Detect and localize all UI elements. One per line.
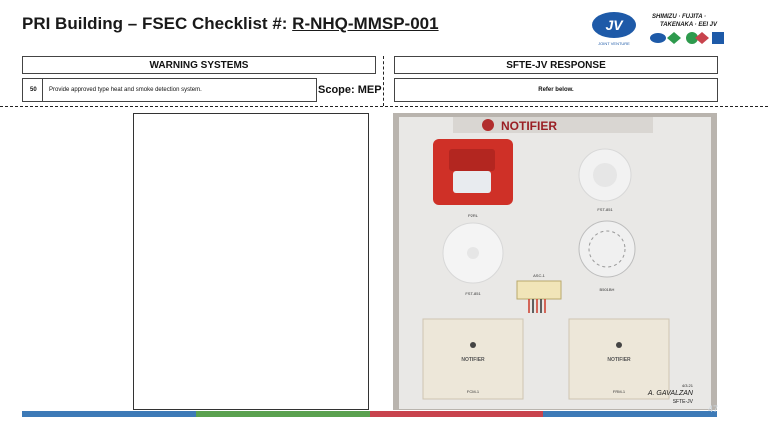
checklist-item-row: 50 Provide approved type heat and smoke … [22,78,317,102]
row-divider [42,79,43,101]
checklist-code: R-NHQ-MMSP-001 [292,14,439,33]
device-label-p2rl: P2RL [468,213,479,218]
control-module-2 [568,318,670,400]
control-module-1 [422,318,524,400]
signature-name: A. GAVALZAN [647,390,694,397]
jv-logo-sub: JOINT VENTURE [598,41,630,46]
partner-icon [712,32,724,44]
eei-icon [695,32,709,44]
footer-color-bar [22,411,717,417]
device-board-photo: NOTIFIER P2RL FST-851 FST-851 B501BH ASC… [393,113,717,410]
jv-logo-text: JV [605,17,624,33]
item-text: Provide approved type heat and smoke det… [49,87,202,93]
shimizu-icon [650,33,666,43]
signature-date: 4/3.21 [682,383,694,388]
item-number: 50 [30,87,37,93]
response-row: Refer below. [394,78,718,102]
takenaka-icon [686,32,698,44]
horn-strobe [433,139,513,205]
company-line-1: SHIMIZU · FUJITA · [652,14,706,20]
response-header-label: SFTE-JV RESPONSE [506,59,606,71]
company-logo: JV JOINT VENTURE SHIMIZU · FUJITA · TAKE… [590,8,760,48]
warning-systems-label: WARNING SYSTEMS [149,59,249,71]
device-label-base: B501BH [600,287,615,292]
response-header: SFTE-JV RESPONSE [394,56,718,74]
device-label-fst-2: FST-851 [465,291,481,296]
signature-org: SFTE-JV [673,399,694,405]
brand-text: NOTIFIER [501,119,557,133]
footer-bar-seg-4 [543,411,717,417]
footer-bar-seg-2 [195,411,370,417]
module-2-brand: NOTIFIER [607,357,631,363]
footer-bar-seg-1 [22,411,196,417]
warning-systems-header: WARNING SYSTEMS [22,56,376,74]
device-label-fst-1: FST-851 [597,207,613,212]
page-title: PRI Building – FSEC Checklist #: R-NHQ-M… [22,14,439,34]
module-1-brand: NOTIFIER [461,357,485,363]
device-label-fcm: FCM-1 [467,389,480,394]
jv-logo-oval [592,12,636,38]
footer-bar-seg-3 [369,411,544,417]
horizontal-divider [0,106,768,107]
scope-label: Scope: MEP [318,84,382,96]
notifier-logo-icon [482,119,494,131]
device-label-asc: ASC-1 [533,273,546,278]
vertical-divider [383,56,384,106]
left-image-panel [133,113,369,410]
fujita-icon [667,32,681,44]
response-text: Refer below. [538,87,574,93]
company-line-2: TAKENAKA · EEI JV [660,22,718,28]
isolator-module [516,280,562,300]
device-label-frm: FRM-1 [613,389,626,394]
detector-base [578,220,636,278]
page-number: 47 [708,404,719,414]
title-prefix: PRI Building – FSEC Checklist #: [22,14,293,33]
